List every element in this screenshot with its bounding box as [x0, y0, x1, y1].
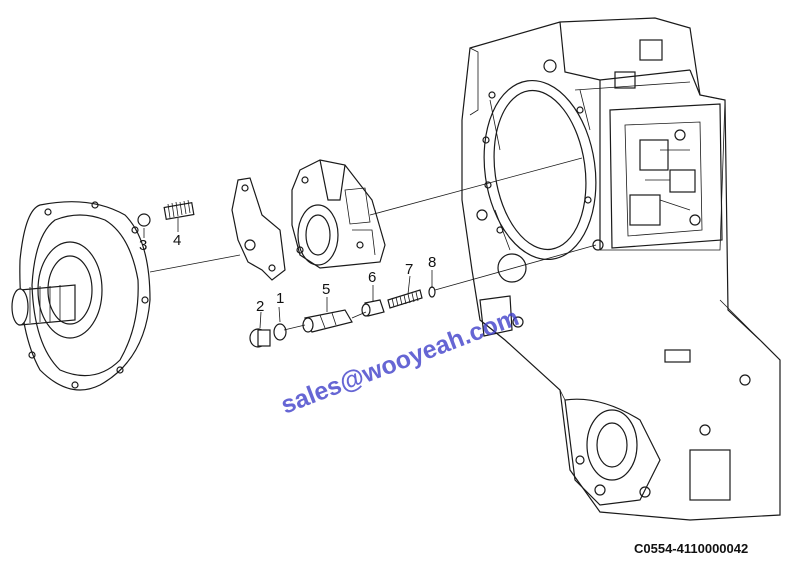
pump-body [291, 159, 386, 269]
callout-1: 1 [276, 290, 284, 307]
gasket-plate [231, 177, 286, 281]
part-7-spring [387, 289, 423, 309]
callout-3: 3 [139, 237, 147, 254]
part-5-valve-spool [302, 309, 353, 333]
part-1-o-ring [273, 323, 287, 341]
assembly-lines [149, 157, 597, 331]
callout-2: 2 [256, 298, 264, 315]
part-2-plug [249, 328, 271, 348]
callout-4: 4 [173, 232, 181, 249]
callout-leaders [143, 218, 433, 329]
callout-6: 6 [368, 269, 376, 286]
part-3-plug [137, 213, 151, 227]
transmission-housing [461, 17, 781, 521]
pump-cover-assembly [11, 201, 151, 391]
part-8-washer [428, 286, 436, 298]
callout-5: 5 [322, 281, 330, 298]
part-code-label: C0554-4110000042 [634, 541, 748, 556]
callout-7: 7 [405, 261, 413, 278]
part-4-spring [163, 199, 195, 221]
part-6-sleeve [361, 299, 385, 317]
callout-8: 8 [428, 254, 436, 271]
